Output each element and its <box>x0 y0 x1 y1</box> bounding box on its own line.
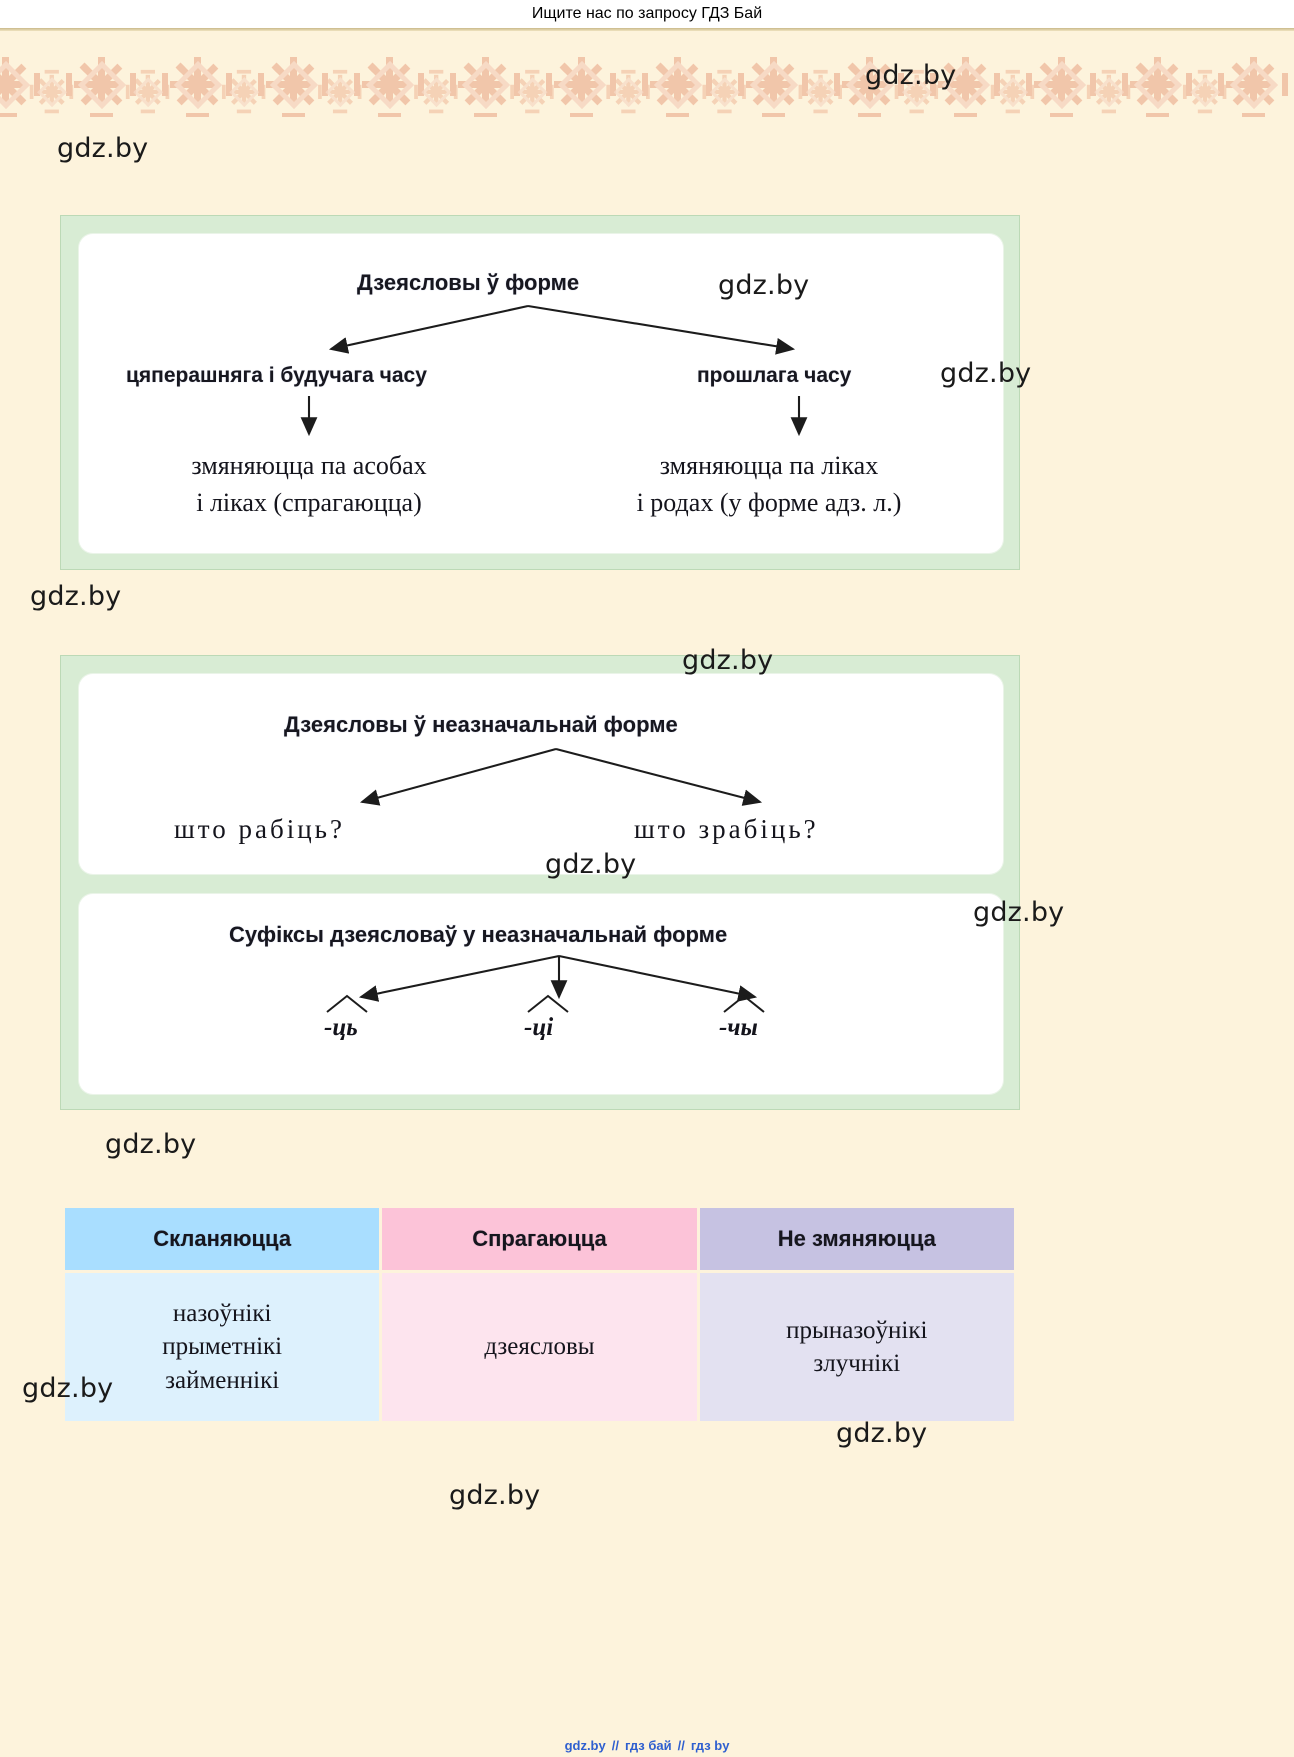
footer-link-2[interactable]: гдз by <box>690 1737 730 1753</box>
diagram-card-verb-forms: Дзеясловы ў форме цяперашняга і будучага… <box>79 234 1003 553</box>
diagram1-branch-0-result-line2: і ліках (спрагаюцца) <box>196 488 422 517</box>
page-footer: gdz.by // гдз бай // гдз by <box>0 1733 1294 1757</box>
footer-separator: // <box>677 1737 685 1753</box>
footer-link-1[interactable]: гдз бай <box>624 1737 672 1753</box>
footer-link-0[interactable]: gdz.by <box>564 1737 606 1753</box>
table-row: назоўнікі прыметнікі займеннікі дзеяслов… <box>65 1273 1014 1421</box>
table-header-row: Скланяюцца Спрагаюцца Не змяняюцца <box>65 1208 1014 1270</box>
table-cell-line: назоўнікі <box>172 1299 272 1327</box>
diagram2-title: Дзеясловы ў неазначальнай форме <box>284 712 678 737</box>
top-banner-text: Ищите нас по запросу ГДЗ Бай <box>531 5 763 22</box>
diagram3-suffix-1: -ці <box>524 1014 554 1041</box>
table-cell-line: прыметнікі <box>162 1333 283 1361</box>
footer-separator: // <box>611 1737 619 1753</box>
diagram2-question-0: што рабіць? <box>174 814 345 844</box>
table-cell-line: прыназоўнікі <box>786 1316 928 1344</box>
decorative-ornament-band <box>0 55 1294 117</box>
table-header-sklanyayucca: Скланяюцца <box>65 1208 380 1270</box>
diagram-panel-verb-forms: Дзеясловы ў форме цяперашняга і будучага… <box>60 215 1020 570</box>
diagram-card-suffixes: Суфіксы дзеясловаў у неазначальнай форме… <box>79 894 1003 1094</box>
banner-divider <box>0 28 1294 31</box>
diagram1-title: Дзеясловы ў форме <box>357 270 580 295</box>
diagram1-branch-0-result-line1: змяняюцца па асобах <box>191 451 427 480</box>
top-ad-banner: Ищите нас по запросу ГДЗ Бай <box>0 0 1294 28</box>
table-cell-spragayucca: дзеясловы <box>382 1273 697 1421</box>
parts-of-speech-table: Скланяюцца Спрагаюцца Не змяняюцца назоў… <box>62 1205 1017 1424</box>
diagram2-question-1: што зрабіць? <box>634 814 819 844</box>
diagram1-branch-0-label: цяперашняга і будучага часу <box>126 364 427 387</box>
diagram3-suffix-2: -чы <box>719 1014 758 1041</box>
diagram3-suffix-0: -ць <box>324 1014 358 1041</box>
diagram-card-infinitive: Дзеясловы ў неазначальнай форме што рабі… <box>79 674 1003 874</box>
table-header-spragayucca: Спрагаюцца <box>382 1208 697 1270</box>
diagram1-branch-1-label: прошлага часу <box>697 364 852 387</box>
table-header-ne-zmyanyayucca: Не змяняюцца <box>699 1208 1014 1270</box>
table-cell-line: злучнікі <box>813 1350 901 1377</box>
diagram1-branch-1-result-line2: і родах (у форме адз. л.) <box>636 488 902 517</box>
table-cell-ne-zmyanyayucca: прыназоўнікі злучнікі <box>699 1273 1014 1421</box>
table-cell-line: займеннікі <box>165 1366 280 1394</box>
diagram1-branch-1-result-line1: змяняюцца па ліках <box>659 451 879 480</box>
table-cell-line: дзеясловы <box>484 1333 595 1361</box>
diagram3-title: Суфіксы дзеясловаў у неазначальнай форме <box>229 922 728 947</box>
diagram-panel-infinitive: Дзеясловы ў неазначальнай форме што рабі… <box>60 655 1020 1110</box>
table-cell-sklanyayucca: назоўнікі прыметнікі займеннікі <box>65 1273 380 1421</box>
